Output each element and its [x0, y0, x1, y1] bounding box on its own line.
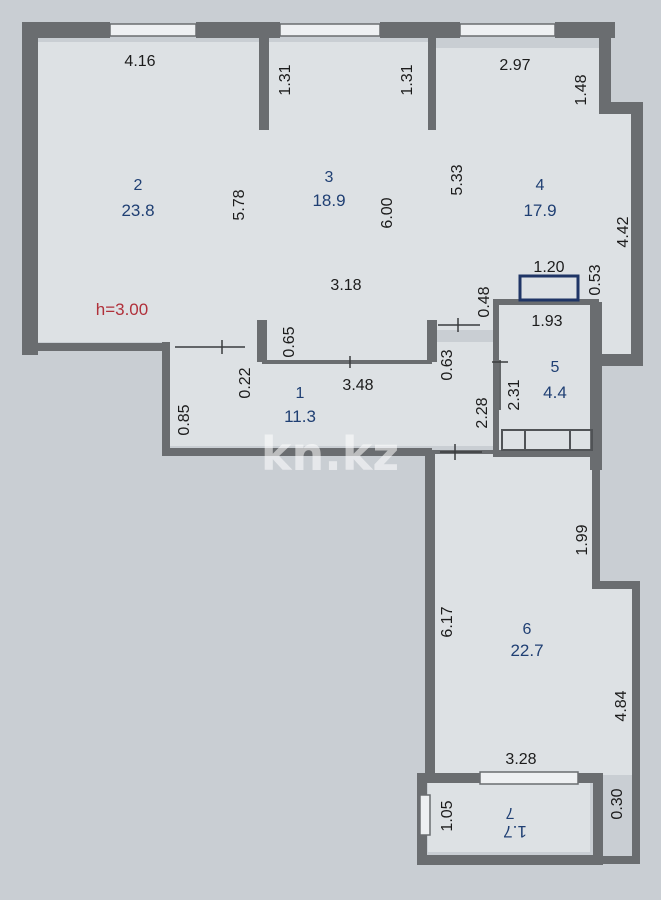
dim-room2-width: 4.16 [124, 53, 155, 70]
dim-corridor-width: 3.48 [342, 377, 373, 394]
dim-room3-door: 0.65 [281, 326, 298, 357]
dim-window-3a: 1.31 [277, 64, 294, 95]
dimension-labels: 4.16 1.31 1.31 2.97 1.48 5.78 6.00 5.33 … [124, 53, 632, 832]
room-6-number: 6 [523, 621, 532, 638]
dim-room4-right: 4.42 [615, 216, 632, 247]
dim-room6-right: 4.84 [613, 690, 630, 721]
watermark-logo: kn.kz [261, 427, 399, 481]
dim-room3-width: 3.18 [330, 277, 361, 294]
windows [109, 23, 579, 836]
room-5-area: 4.4 [543, 383, 567, 402]
room-5-number: 5 [551, 359, 560, 376]
dim-room2-height: 5.78 [231, 189, 248, 220]
room-1-number: 1 [296, 385, 305, 402]
room-4-area: 17.9 [523, 201, 556, 220]
dim-bath-offset: 0.48 [476, 286, 493, 317]
room-fills [38, 42, 632, 852]
room-1-area: 11.3 [284, 407, 316, 426]
dim-vent-width: 1.20 [533, 259, 564, 276]
dim-bath-height: 2.31 [506, 379, 523, 410]
dim-vent-depth: 0.53 [587, 264, 604, 295]
room-labels: 2 23.8 3 18.9 4 17.9 1 11.3 5 4.4 6 22.7… [96, 169, 567, 841]
dim-corridor-door: 0.22 [237, 367, 254, 398]
dim-room4-bump: 1.48 [573, 74, 590, 105]
room-7-area: 1.7 [503, 822, 527, 841]
room-2-number: 2 [134, 177, 143, 194]
room-3-area: 18.9 [312, 191, 345, 210]
dim-bath-width: 1.93 [531, 313, 562, 330]
dim-room4-top: 2.97 [499, 57, 530, 74]
dim-window-3b: 1.31 [399, 64, 416, 95]
dim-room6-upper-right: 1.99 [574, 524, 591, 555]
room-2-area: 23.8 [121, 201, 154, 220]
dim-balcony-left: 1.05 [439, 800, 456, 831]
dim-room3-height: 6.00 [379, 197, 396, 228]
dim-balcony-right: 0.30 [609, 788, 626, 819]
room-6-area: 22.7 [510, 641, 543, 660]
door-marks [175, 318, 508, 460]
dim-room4-left: 5.33 [449, 164, 466, 195]
dim-bath-door-height: 2.28 [474, 397, 491, 428]
room-7-number: 7 [505, 804, 514, 821]
dim-room4-door: 0.63 [439, 349, 456, 380]
dim-room6-bottom: 3.28 [505, 751, 536, 768]
room-4-number: 4 [536, 177, 545, 194]
ceiling-height-label: h=3.00 [96, 300, 148, 319]
bathroom-fixtures [501, 274, 593, 451]
dim-corridor-left: 0.85 [176, 404, 193, 435]
room-3-number: 3 [325, 169, 334, 186]
dim-room6-left: 6.17 [439, 606, 456, 637]
